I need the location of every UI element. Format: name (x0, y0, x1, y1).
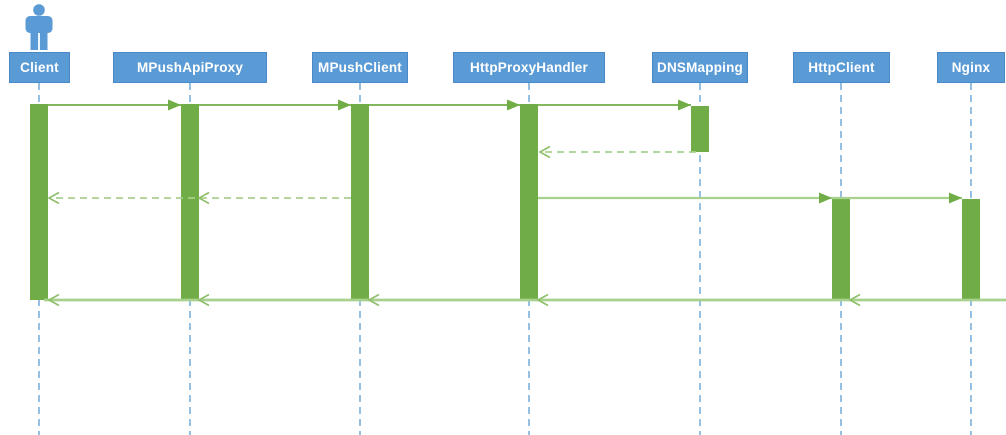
participant-label: MPushApiProxy (136, 60, 244, 75)
actor-person-icon (33, 4, 45, 16)
activation-bar-mpushapiproxy (181, 104, 199, 300)
participant-label: Client (20, 60, 59, 75)
arrowhead-solid-icon (819, 192, 832, 204)
arrowhead-open-icon (536, 293, 549, 307)
actor-person-icon (39, 29, 48, 50)
participant-box-httpclient: HttpClient (793, 52, 890, 83)
arrowhead-solid-icon (507, 99, 520, 111)
activation-bar-httpproxyhandler (520, 104, 538, 300)
participant-box-nginx: Nginx (937, 52, 1005, 83)
participant-label: MPushClient (318, 60, 402, 75)
arrowhead-open-icon (538, 145, 551, 159)
participant-label: Nginx (951, 60, 991, 75)
participant-box-dnsmapping: DNSMapping (652, 52, 748, 83)
arrowhead-solid-icon (678, 99, 691, 111)
participant-box-mpushapiproxy: MPushApiProxy (113, 52, 267, 83)
arrowhead-open-icon (848, 293, 861, 307)
participant-label: DNSMapping (657, 60, 743, 75)
activation-bar-nginx (962, 199, 980, 300)
participant-label: HttpProxyHandler (470, 60, 588, 75)
arrowhead-open-icon (367, 293, 380, 307)
arrowhead-open-icon (197, 191, 210, 205)
activation-bar-httpclient (832, 199, 850, 300)
activation-bar-mpushclient (351, 104, 369, 300)
participant-label: HttpClient (808, 60, 875, 75)
arrowhead-open-icon (47, 293, 60, 307)
arrowhead-open-icon (197, 293, 210, 307)
arrowhead-solid-icon (338, 99, 351, 111)
activation-bar-dnsmapping (691, 106, 709, 152)
participant-box-client: Client (9, 52, 70, 83)
participant-box-mpushclient: MPushClient (312, 52, 408, 83)
participant-box-httpproxyhandler: HttpProxyHandler (453, 52, 605, 83)
arrowhead-solid-icon (168, 99, 181, 111)
arrowhead-solid-icon (949, 192, 962, 204)
activation-bar-client (30, 104, 48, 300)
actor-person-icon (30, 29, 39, 50)
actor-person-icon (25, 16, 53, 33)
arrowhead-open-icon (47, 191, 60, 205)
